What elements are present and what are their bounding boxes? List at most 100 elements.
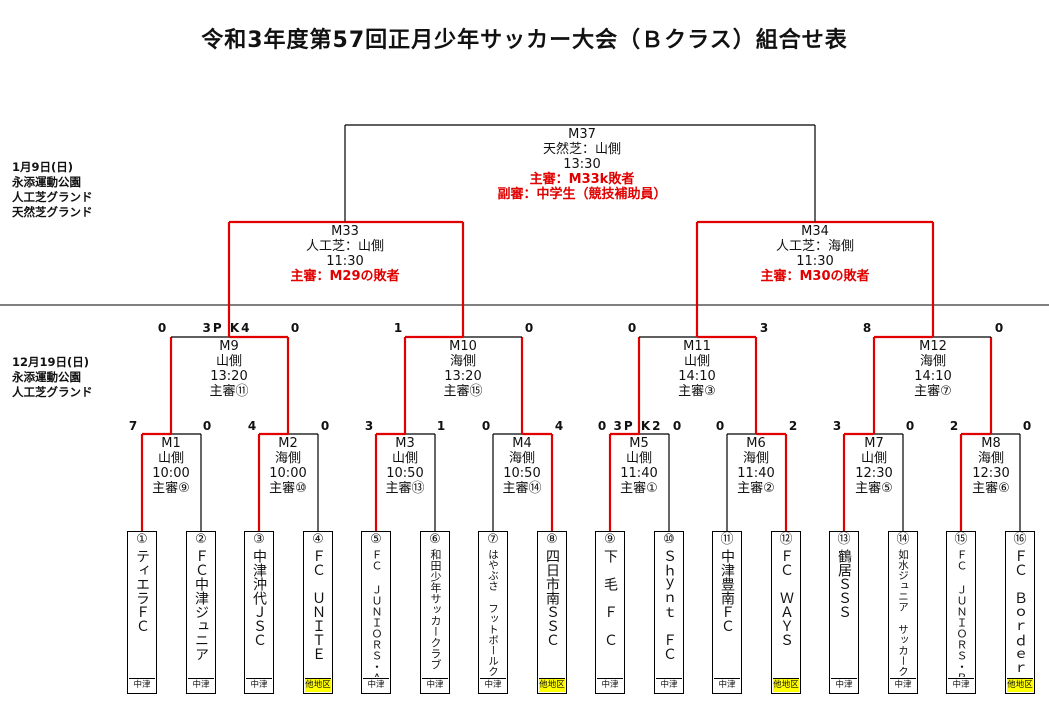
match-time: 13:20 <box>210 369 248 384</box>
venue-jan9-place: 永添運動公園 <box>12 175 81 189</box>
venue-jan9: 1月9日(日) 永添運動公園 人工芝グランド 天然芝グランド <box>12 160 93 220</box>
match-time: 10:50 <box>386 466 424 481</box>
page-title: 令和3年度第57回正月少年サッカー大会（Ｂクラス）組合せ表 <box>201 28 848 53</box>
match-referee: 主審⑮ <box>443 384 483 399</box>
team-name: 中津豊南ＦＣ <box>719 549 735 633</box>
team-name: 四日市南ＳＳＣ <box>544 549 560 647</box>
score-left: 2 <box>949 419 959 433</box>
team-box-7: ⑦ はやぶさ フットボールクラブ 中津 <box>478 531 508 694</box>
pk-score: 3P K4 <box>202 321 252 335</box>
team-number: ⑩ <box>663 532 675 547</box>
venue-dec19-place: 永添運動公園 <box>12 370 81 384</box>
team-number: ⑦ <box>487 532 499 547</box>
match-time: 14:10 <box>914 369 952 384</box>
match-referee: 主審⑥ <box>972 481 1010 496</box>
team-name: ＦＣ ＷＡＹＳ <box>778 549 794 647</box>
match-m7: M7 山側 12:30 主審⑤ <box>855 436 893 496</box>
match-referee: 主審⑦ <box>914 384 952 399</box>
score-right: 0 <box>320 419 330 433</box>
team-area: 中津 <box>831 678 857 692</box>
score-left: 0 <box>597 419 607 433</box>
team-area: 他地区 <box>773 678 799 692</box>
match-referee: 主審⑤ <box>855 481 893 496</box>
team-box-12: ⑫ ＦＣ ＷＡＹＳ 他地区 <box>771 531 801 694</box>
team-area: 中津 <box>246 678 272 692</box>
score-right: 0 <box>524 321 534 335</box>
venue-jan9-ground1: 人工芝グランド <box>12 190 93 204</box>
match-time: 11:30 <box>326 254 364 269</box>
score-left: 7 <box>128 419 138 433</box>
match-referee: 主審③ <box>678 384 716 399</box>
match-place: 山側 <box>683 354 710 369</box>
venue-jan9-ground2: 天然芝グランド <box>12 205 93 219</box>
match-m3: M3 山側 10:50 主審⑬ <box>385 436 424 496</box>
score-left: 8 <box>862 321 872 335</box>
match-m34: M34 人工芝：海側 11:30 主審：M30の敗者 <box>760 224 869 284</box>
match-referee: 主審⑩ <box>269 481 307 496</box>
team-area: 中津 <box>188 678 214 692</box>
team-box-16: ⑯ ＦＣ Ｂｏｒｄｅｒ 他地区 <box>1005 531 1035 694</box>
team-box-1: ① ティエラＦＣ 中津 <box>127 531 157 694</box>
match-id: M4 <box>512 436 532 451</box>
team-name: はやぶさ フットボールクラブ <box>487 549 499 677</box>
match-place: 海側 <box>742 451 769 466</box>
score-left: 0 <box>157 321 167 335</box>
score-right: 0 <box>672 419 682 433</box>
match-place: 山側 <box>860 451 887 466</box>
match-id: M11 <box>683 339 711 354</box>
match-place: 人工芝：海側 <box>775 239 854 254</box>
match-id: M8 <box>981 436 1001 451</box>
match-id: M7 <box>864 436 884 451</box>
score-left: 0 <box>481 419 491 433</box>
team-number: ⑯ <box>1013 532 1027 547</box>
match-place: 海側 <box>449 354 477 369</box>
venue-dec19: 12月19日(日) 永添運動公園 人工芝グランド <box>12 355 93 400</box>
match-place: 海側 <box>508 451 536 466</box>
team-box-13: ⑬ 鶴居ＳＳＳ 中津 <box>829 531 859 694</box>
team-name: ＦＣ ＪＵＮＩＯＲＳ・Ｂ <box>955 549 968 677</box>
team-name: ＦＣ ＪＵＮＩＯＲＳ・Ａ <box>370 549 383 677</box>
team-box-14: ⑭ 如水ジュニア サッカークラブ 中津 <box>888 531 918 694</box>
match-referee: 主審⑭ <box>502 481 542 496</box>
match-place: 天然芝：山側 <box>542 142 622 157</box>
team-name: 如水ジュニア サッカークラブ <box>897 549 909 677</box>
team-box-5: ⑤ ＦＣ ＪＵＮＩＯＲＳ・Ａ 中津 <box>361 531 391 694</box>
match-time: 13:30 <box>563 157 601 172</box>
match-referee: 主審：M30の敗者 <box>760 269 870 284</box>
team-number: ⑬ <box>837 532 851 547</box>
match-place: 人工芝：山側 <box>305 239 384 254</box>
match-place: 山側 <box>215 354 243 369</box>
team-area: 中津 <box>714 678 740 692</box>
team-number: ⑫ <box>779 532 793 547</box>
score-right: 3 <box>759 321 769 335</box>
score-left: 3 <box>364 419 374 433</box>
match-id: M5 <box>629 436 649 451</box>
team-area: 中津 <box>480 678 506 692</box>
match-m11: M11 山側 14:10 主審③ <box>678 339 716 399</box>
match-time: 14:10 <box>678 369 716 384</box>
match-id: M34 <box>801 224 829 239</box>
team-name: 鶴居ＳＳＳ <box>836 549 852 619</box>
team-box-9: ⑨ 下 毛 Ｆ Ｃ 中津 <box>595 531 625 694</box>
match-time: 11:40 <box>620 466 658 481</box>
team-number: ⑧ <box>546 532 558 547</box>
team-area: 中津 <box>129 678 155 692</box>
match-referee: 主審：M29の敗者 <box>290 269 400 284</box>
team-box-10: ⑩ Ｓｈｙｎｔ ＦＣ 中津 <box>654 531 684 694</box>
match-referee: 主審：M33k敗者 <box>529 172 635 187</box>
match-m37: M37 天然芝：山側 13:30 主審：M33k敗者 副審：中学生（競技補助員） <box>497 127 666 202</box>
team-number: ① <box>136 532 148 547</box>
match-id: M6 <box>746 436 766 451</box>
match-referee: 主審⑨ <box>152 481 190 496</box>
score-right: 0 <box>1022 419 1032 433</box>
match-m1: M1 山側 10:00 主審⑨ <box>152 436 190 496</box>
score-left: 3 <box>832 419 842 433</box>
match-m8: M8 海側 12:30 主審⑥ <box>972 436 1010 496</box>
team-number: ⑨ <box>604 532 616 547</box>
team-name: ティエラＦＣ <box>134 549 150 633</box>
team-area: 中津 <box>948 678 974 692</box>
team-area: 他地区 <box>1007 678 1033 692</box>
team-number: ⑥ <box>429 532 441 547</box>
